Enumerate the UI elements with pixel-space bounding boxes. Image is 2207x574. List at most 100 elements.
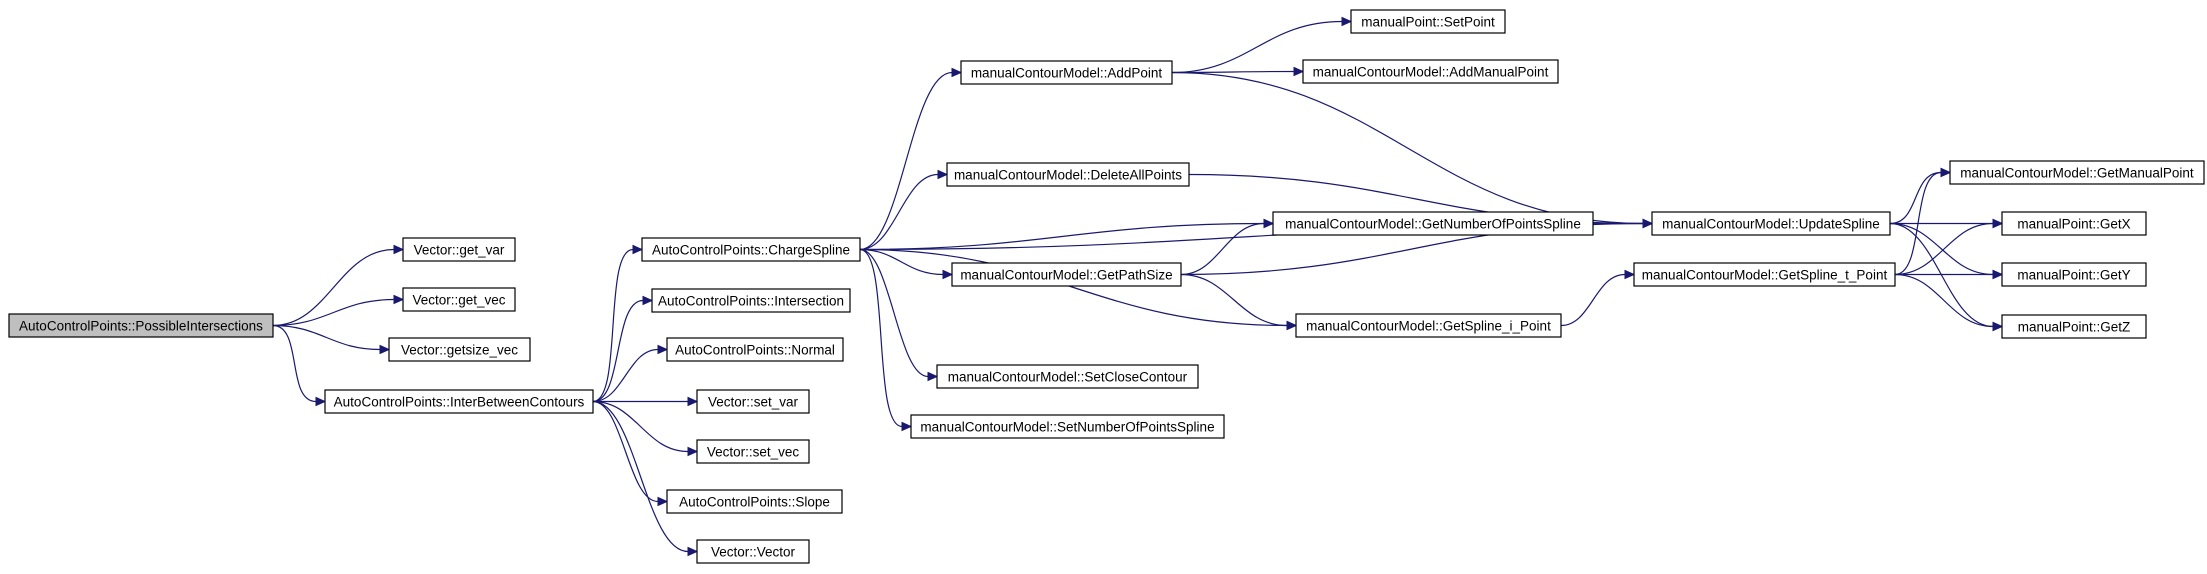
edge-getpathsize-to-getsplinei <box>1180 273 1298 331</box>
node-label: AutoControlPoints::PossibleIntersections <box>19 319 263 334</box>
edge-updatespline-to-gety <box>1889 222 2004 280</box>
node-label: AutoControlPoints::Slope <box>679 495 830 510</box>
node-label: Vector::get_vec <box>412 293 505 308</box>
edge-root-to-getsize_vec <box>272 324 391 355</box>
edge-root-to-interbetween <box>272 324 327 407</box>
edge-chargespline-to-addpoint <box>859 67 963 251</box>
node-label: Vector::Vector <box>711 545 796 560</box>
node-box <box>402 237 516 262</box>
node-label: manualContourModel::SetCloseContour <box>948 370 1188 385</box>
node-label: manualContourModel::GetPathSize <box>960 268 1172 283</box>
node-updatespline[interactable]: manualContourModel::UpdateSpline <box>1651 211 1891 236</box>
node-box <box>936 364 1199 389</box>
edge-chargespline-to-setclose <box>859 248 939 382</box>
node-box <box>1949 160 2205 185</box>
node-getpathsize[interactable]: manualContourModel::GetPathSize <box>951 262 1182 287</box>
edge-getsplinet-to-getz <box>1894 273 2004 332</box>
edge-getsplinet-to-getx <box>1894 218 2004 276</box>
node-box <box>696 389 810 414</box>
node-label: AutoControlPoints::InterBetweenContours <box>334 395 585 410</box>
node-get_vec[interactable]: Vector::get_vec <box>402 287 516 312</box>
edge-root-to-get_vec <box>272 294 405 327</box>
node-box <box>666 489 843 514</box>
node-gety[interactable]: manualPoint::GetY <box>2001 262 2147 287</box>
node-box <box>1350 9 1506 34</box>
node-box <box>2001 211 2147 236</box>
edge-chargespline-to-getsplinei <box>859 248 1298 331</box>
node-root[interactable]: AutoControlPoints::PossibleIntersections <box>8 313 274 338</box>
node-getsplinei[interactable]: manualContourModel::GetSpline_i_Point <box>1295 313 1562 338</box>
edge-interbetween-to-normal <box>592 344 669 403</box>
node-deleteall[interactable]: manualContourModel::DeleteAllPoints <box>946 162 1190 187</box>
node-box <box>641 237 861 262</box>
edge-addpoint-to-setpoint <box>1171 16 1353 74</box>
edge-getsplinet-to-gety <box>1895 269 2004 280</box>
node-box <box>324 389 594 414</box>
node-getsize_vec[interactable]: Vector::getsize_vec <box>388 337 531 362</box>
edge-interbetween-to-vector <box>592 400 699 557</box>
node-label: manualPoint::GetZ <box>2018 320 2131 335</box>
node-box <box>960 60 1173 85</box>
node-label: Vector::getsize_vec <box>401 343 518 358</box>
call-nodes: AutoControlPoints::PossibleIntersections… <box>8 9 2205 564</box>
node-label: manualContourModel::AddPoint <box>971 66 1163 81</box>
node-box <box>1633 262 1896 287</box>
node-box <box>946 162 1190 187</box>
node-label: manualContourModel::GetManualPoint <box>1960 166 2194 181</box>
node-vector[interactable]: Vector::Vector <box>696 539 810 564</box>
edge-chargespline-to-getnumpts <box>859 218 1275 251</box>
node-box <box>1302 59 1559 84</box>
node-setclose[interactable]: manualContourModel::SetCloseContour <box>936 364 1199 389</box>
node-box <box>1651 211 1891 236</box>
edge-addpoint-to-updatespline <box>1171 71 1654 229</box>
node-label: AutoControlPoints::Intersection <box>658 294 844 309</box>
node-box <box>8 313 274 338</box>
node-label: manualPoint::SetPoint <box>1361 15 1495 30</box>
node-box <box>1295 313 1562 338</box>
node-normal[interactable]: AutoControlPoints::Normal <box>666 337 844 362</box>
node-label: manualPoint::GetY <box>2017 268 2130 283</box>
node-label: AutoControlPoints::ChargeSpline <box>652 243 850 258</box>
node-getnumpts[interactable]: manualContourModel::GetNumberOfPointsSpl… <box>1272 211 1594 236</box>
node-setnumpts[interactable]: manualContourModel::SetNumberOfPointsSpl… <box>910 414 1225 439</box>
node-label: manualContourModel::DeleteAllPoints <box>954 168 1182 183</box>
node-set_var[interactable]: Vector::set_var <box>696 389 810 414</box>
node-chargespline[interactable]: AutoControlPoints::ChargeSpline <box>641 237 861 262</box>
node-addmanual[interactable]: manualContourModel::AddManualPoint <box>1302 59 1559 84</box>
node-label: Vector::set_var <box>708 395 799 410</box>
call-edges <box>272 16 2004 557</box>
node-label: Vector::set_vec <box>707 445 800 460</box>
node-box <box>696 439 810 464</box>
node-setpoint[interactable]: manualPoint::SetPoint <box>1350 9 1506 34</box>
node-intersection[interactable]: AutoControlPoints::Intersection <box>651 288 851 313</box>
node-box <box>2001 262 2147 287</box>
node-box <box>910 414 1225 439</box>
node-addpoint[interactable]: manualContourModel::AddPoint <box>960 60 1173 85</box>
node-box <box>696 539 810 564</box>
node-box <box>651 288 851 313</box>
edge-interbetween-to-set_var <box>593 396 699 407</box>
node-get_var[interactable]: Vector::get_var <box>402 237 516 262</box>
edge-chargespline-to-deleteall <box>859 169 949 251</box>
node-box <box>666 337 844 362</box>
node-getsplinet[interactable]: manualContourModel::GetSpline_t_Point <box>1633 262 1896 287</box>
edge-getsplinet-to-getmanual <box>1894 167 1952 276</box>
edge-root-to-get_var <box>272 244 405 327</box>
node-set_vec[interactable]: Vector::set_vec <box>696 439 810 464</box>
node-slope[interactable]: AutoControlPoints::Slope <box>666 489 843 514</box>
node-getz[interactable]: manualPoint::GetZ <box>2001 314 2147 339</box>
node-box <box>2001 314 2147 339</box>
node-interbetween[interactable]: AutoControlPoints::InterBetweenContours <box>324 389 594 414</box>
node-box <box>951 262 1182 287</box>
node-label: manualContourModel::GetSpline_t_Point <box>1642 268 1888 283</box>
edge-interbetween-to-set_vec <box>592 400 699 457</box>
node-label: manualContourModel::GetNumberOfPointsSpl… <box>1285 217 1581 232</box>
node-label: manualContourModel::UpdateSpline <box>1662 217 1880 232</box>
node-getmanual[interactable]: manualContourModel::GetManualPoint <box>1949 160 2205 185</box>
node-label: AutoControlPoints::Normal <box>675 343 835 358</box>
node-getx[interactable]: manualPoint::GetX <box>2001 211 2147 236</box>
edge-interbetween-to-intersection <box>592 295 654 403</box>
edge-getpathsize-to-getnumpts <box>1180 218 1275 276</box>
edge-interbetween-to-chargespline <box>592 244 644 403</box>
